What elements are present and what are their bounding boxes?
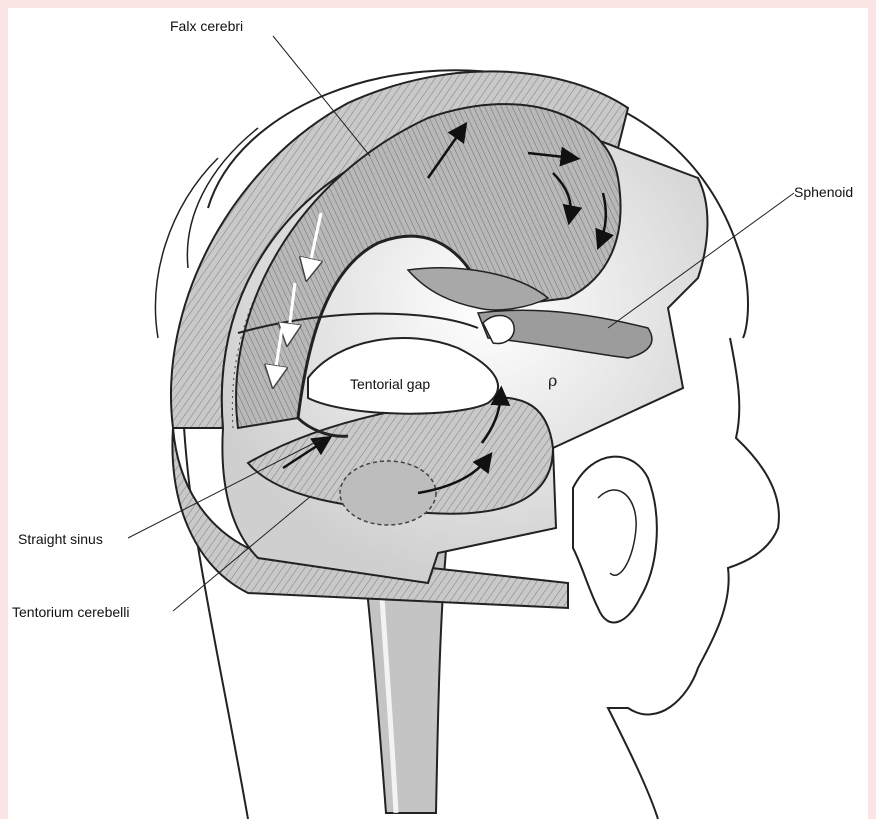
label-sphenoid: Sphenoid: [794, 184, 853, 200]
label-falx-cerebri: Falx cerebri: [170, 18, 243, 34]
illustration-frame: ρ Falx cerebri Sphenoid Tentorial gap St…: [8, 8, 868, 819]
ear: [573, 457, 657, 623]
head-anatomy-illustration: ρ: [8, 8, 868, 819]
label-tentorial-gap: Tentorial gap: [350, 376, 430, 392]
label-straight-sinus: Straight sinus: [18, 531, 103, 547]
svg-text:ρ: ρ: [548, 371, 557, 390]
label-tentorium-cerebelli: Tentorium cerebelli: [12, 604, 130, 620]
